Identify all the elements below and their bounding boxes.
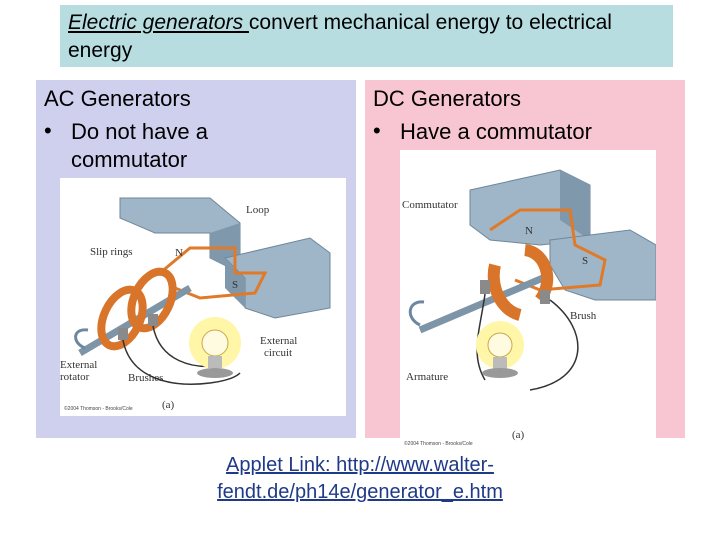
label-external-rotator-1: External [60, 359, 97, 371]
ac-generator-diagram: Loop Slip rings N S External circuit Ext… [60, 178, 346, 416]
label-armature: Armature [406, 371, 448, 383]
ac-heading: AC Generators [44, 86, 191, 111]
dc-generator-svg: Commutator N S Brush Armature (a) ©2004 … [402, 169, 657, 447]
label-credit: ©2004 Thomson - Brooks/Cole [404, 440, 473, 447]
ac-bullet: • Do not have a commutator [44, 118, 311, 174]
label-n: N [525, 225, 533, 237]
label-commutator: Commutator [402, 199, 458, 211]
ac-bullet-text: Do not have a commutator [71, 119, 208, 172]
label-slip-rings: Slip rings [90, 246, 132, 258]
label-loop: Loop [246, 204, 270, 216]
label-credit: ©2004 Thomson - Brooks/Cole [64, 405, 133, 412]
label-caption: (a) [512, 429, 525, 441]
label-external-circuit-1: External [260, 335, 297, 347]
label-s: S [582, 255, 588, 267]
title-emphasis: Electric generators [68, 11, 249, 34]
label-caption: (a) [162, 399, 175, 411]
slide-title: Electric generators convert mechanical e… [60, 5, 673, 67]
label-external-circuit-2: circuit [264, 347, 292, 359]
title-rest: convert mechanical energy to electrical … [68, 11, 612, 62]
applet-link[interactable]: Applet Link: http://www.walter-fendt.de/… [217, 454, 503, 503]
label-s: S [232, 279, 238, 291]
label-brushes: Brushes [128, 372, 163, 384]
dc-generator-diagram: Commutator N S Brush Armature (a) ©2004 … [400, 150, 657, 448]
ac-generator-svg: Loop Slip rings N S External circuit Ext… [60, 197, 331, 412]
label-brush: Brush [570, 310, 597, 322]
dc-bullet-text: Have a commutator [400, 119, 592, 144]
label-n: N [175, 247, 183, 259]
label-external-rotator-2: rotator [60, 371, 90, 383]
bullet-icon: • [373, 118, 381, 143]
bullet-icon: • [44, 118, 52, 143]
dc-bullet: • Have a commutator [373, 118, 640, 146]
dc-heading: DC Generators [373, 86, 521, 111]
